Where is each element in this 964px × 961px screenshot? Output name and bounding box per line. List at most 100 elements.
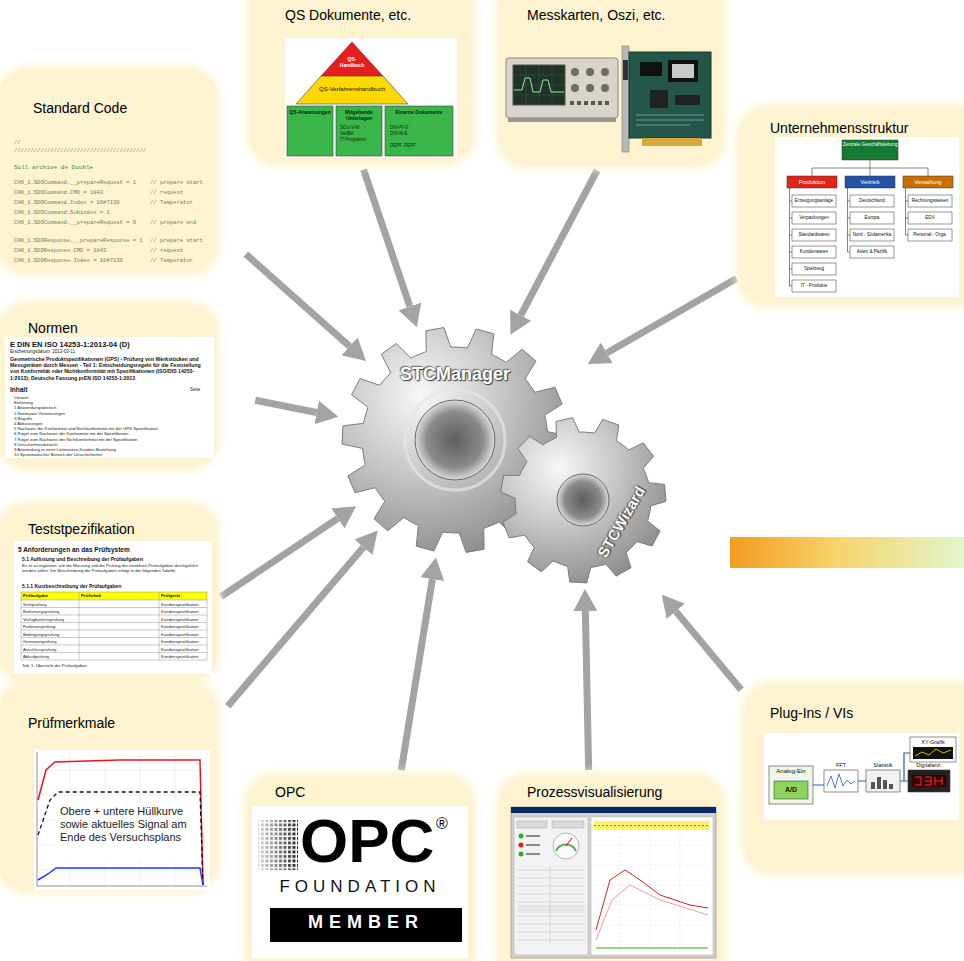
illustration-text: DIN-M-E — [390, 131, 408, 136]
illustration-text: // — [14, 140, 21, 147]
org-chart — [903, 176, 953, 188]
illustration-text: DIN-PI-G — [390, 125, 409, 130]
illustration-text: IT - Produkte — [792, 283, 836, 289]
input-arrow — [607, 279, 737, 353]
org-chart — [792, 212, 836, 224]
illustration-text: Kundenspezifikation — [161, 617, 198, 622]
panel-title: Prüfmerkmale — [28, 715, 115, 732]
virtual-instrument-diagram — [866, 770, 900, 792]
process-visualisation-screenshot — [517, 821, 547, 828]
illustration-text: MEMBER — [270, 913, 462, 933]
org-chart — [812, 160, 928, 176]
illustration-text: Digitalanz. — [908, 762, 950, 769]
source-panel: Plug-Ins / VIs — [745, 685, 964, 872]
process-visualisation-screenshot — [552, 821, 584, 828]
source-panel: Prozessvisualisierung — [500, 776, 722, 961]
illustration-text: IT-Programm — [340, 137, 366, 142]
opc-logo — [258, 820, 298, 870]
process-visualisation-screenshot — [596, 870, 708, 930]
illustration-text: E DIN EN ISO 14253-1:2013-04 (D) — [10, 340, 130, 349]
input-arrow — [676, 611, 741, 689]
illustration-text: Prüfinhalt — [81, 593, 101, 598]
envelope-chart — [37, 752, 206, 886]
measurement-card-photo — [636, 115, 704, 125]
measurement-card-photo — [629, 52, 711, 138]
source-panel: Unternehmensstruktur — [740, 108, 964, 304]
process-visualisation-screenshot — [591, 817, 713, 955]
virtual-instrument-diagram — [764, 733, 959, 820]
connectors — [221, 170, 741, 771]
oscilloscope-photo — [513, 65, 565, 105]
illustration-text: Kundenspezifikation — [161, 632, 198, 637]
virtual-instrument-diagram — [915, 749, 951, 756]
standard-document-page — [5, 337, 214, 458]
illustration-text: Kundenspezifikation — [161, 654, 198, 659]
illustration-text: Nord - Südamerika — [850, 232, 894, 238]
illustration-text: // request — [150, 190, 183, 197]
org-chart — [842, 140, 898, 160]
input-arrow — [228, 547, 364, 706]
illustration-text: Anschlussprüfung — [23, 647, 56, 652]
process-visualisation-screenshot — [553, 833, 579, 859]
illustration-text: 5 Nachweis der Konformität und Nichtkonf… — [14, 426, 158, 431]
process-visualisation-screenshot — [594, 825, 710, 826]
input-arrow — [246, 254, 350, 346]
org-chart — [850, 195, 894, 207]
illustration-text: FOUNDATION — [255, 878, 465, 897]
input-arrow — [364, 170, 410, 307]
process-visualisation-screenshot — [519, 852, 524, 857]
virtual-instrument-diagram — [824, 770, 858, 792]
illustration-text: CAN_1.SDOCommand.CMD = 1843 — [14, 190, 103, 197]
illustration-text: //////////////////////////////////////// — [14, 148, 146, 155]
illustration-text: Asien & Pazifik — [850, 249, 894, 255]
process-visualisation-screenshot — [594, 832, 710, 950]
virtual-instrument-diagram — [912, 775, 946, 787]
measurement-card-photo — [622, 46, 629, 152]
oscilloscope-photo — [586, 68, 594, 76]
illustration-text: Prüfgerät — [161, 593, 180, 598]
panel-title: Prozessvisualisierung — [527, 784, 662, 801]
gear-label: STCManager — [400, 364, 510, 386]
envelope-chart — [38, 760, 203, 885]
measurement-card-photo — [640, 62, 662, 76]
illustration-text: Sichtprüfung — [23, 602, 47, 607]
gear-hub — [405, 390, 505, 490]
illustration-text: // Temperatur — [150, 258, 193, 265]
envelope-chart — [34, 750, 210, 890]
org-chart — [792, 263, 836, 275]
illustration-text: Geometrische Produktspezifikationen (GPS… — [10, 356, 208, 381]
illustration-text: Soll archive de Double — [14, 164, 93, 171]
measurement-card-photo — [642, 138, 702, 146]
illustration-text: Funktionsprüfung — [23, 624, 55, 629]
illustration-text: Spielzeug — [792, 266, 836, 272]
illustration-text: FFT — [824, 762, 858, 769]
illustration-text: Prüfaufgabe — [23, 593, 48, 598]
virtual-instrument-diagram — [915, 777, 942, 785]
oscilloscope-photo — [570, 101, 612, 105]
envelope-chart — [38, 868, 203, 885]
illustration-text: 2 Normative Verweisungen — [14, 411, 65, 416]
process-visualisation-screenshot — [596, 885, 708, 940]
illustration-text: A/D — [774, 786, 808, 794]
qs-pyramid — [285, 38, 457, 158]
illustration-text: 10 Systematischer Bereich der Unsicherhe… — [14, 452, 102, 457]
illustration-text: CAN_1.SDOCommand.__prepareRequest = 1 — [14, 180, 136, 187]
illustration-text: Vertrieb — [845, 179, 895, 186]
input-arrow — [521, 170, 597, 315]
illustration-text: 4 Abkürzungen — [14, 421, 43, 426]
org-chart — [787, 176, 837, 188]
panel-title: Standard Code — [33, 100, 127, 117]
qs-pyramid — [285, 38, 457, 158]
source-panel: Prüfmerkmale — [0, 685, 216, 890]
virtual-instrument-diagram — [913, 747, 953, 759]
illustration-text: // Temperatur — [150, 200, 193, 207]
illustration-text: 6 Regel zum Nachweis der Konformität mit… — [14, 431, 128, 436]
illustration-text: CAN_1.SDOCommand.Index = 16#7130 — [14, 200, 120, 207]
qs-pyramid — [296, 76, 408, 104]
illustration-text: 5 Anforderungen an das Prüfsystem — [18, 546, 130, 554]
org-chart — [908, 229, 952, 241]
virtual-instrument-diagram — [877, 777, 881, 789]
gear-hole — [415, 400, 495, 480]
